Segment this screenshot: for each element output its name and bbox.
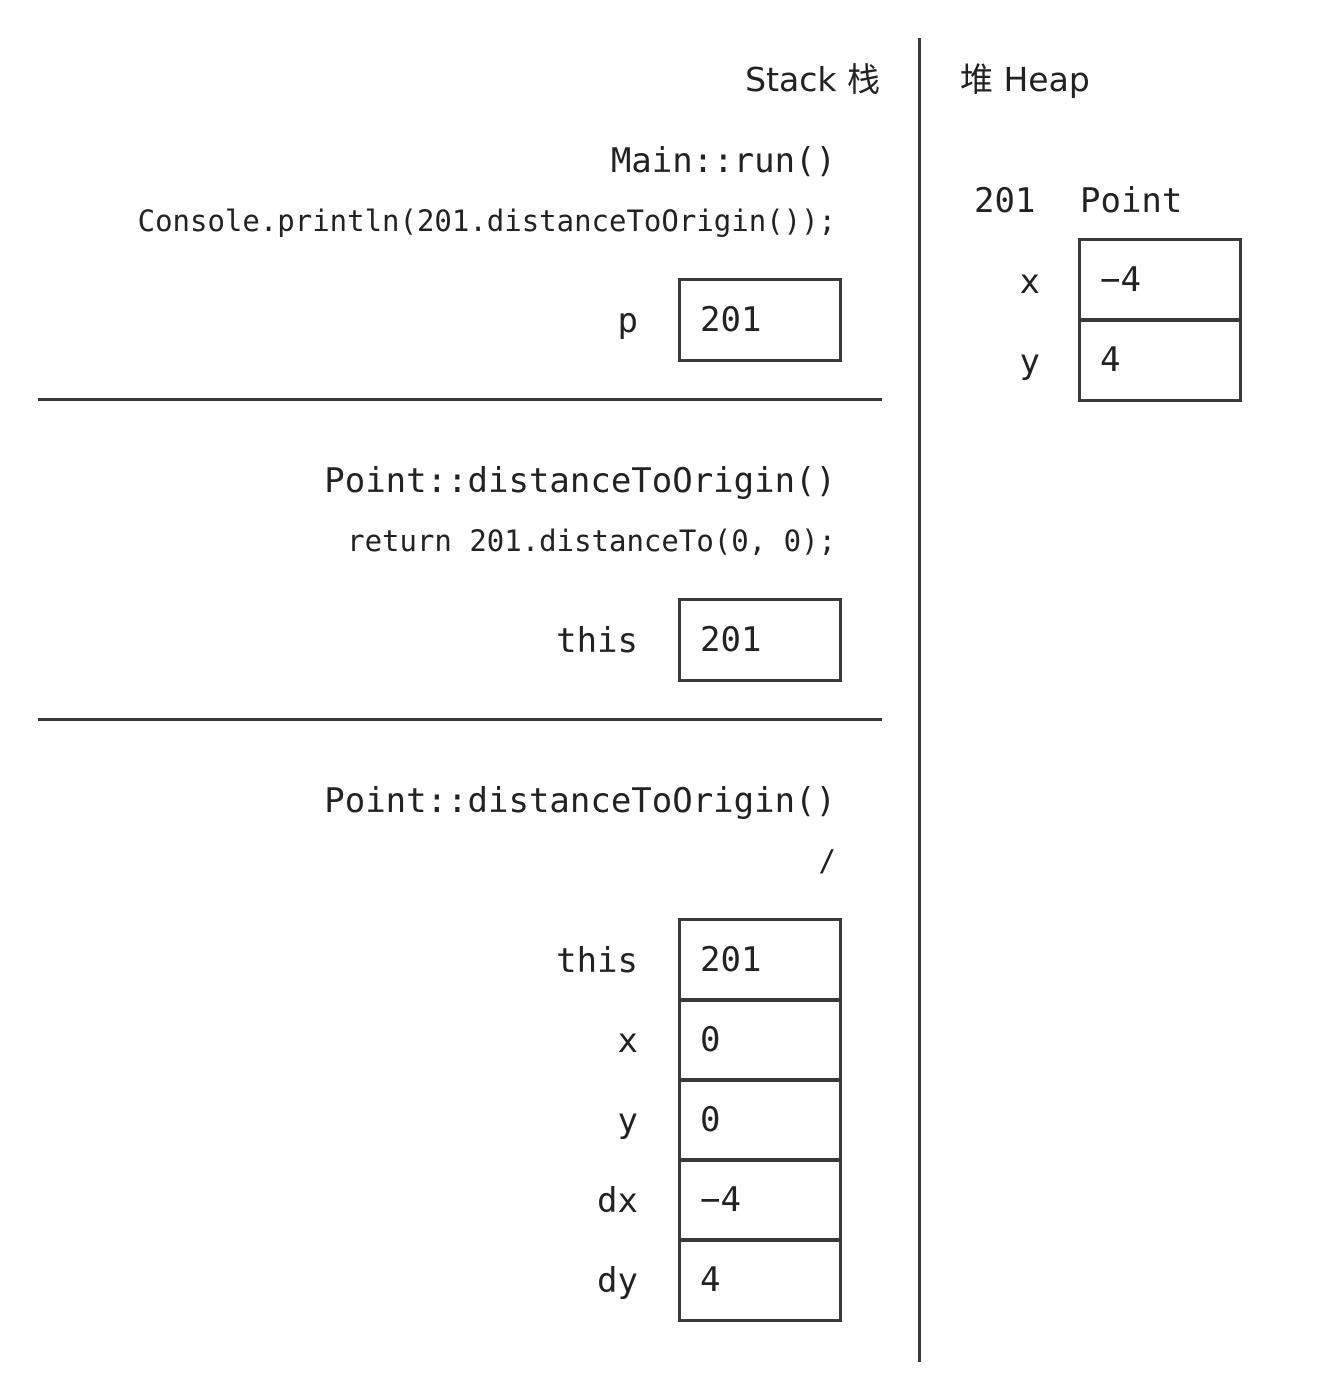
frame-signature: Point::distanceToOrigin() — [324, 781, 836, 821]
variable-label: dx — [597, 1181, 638, 1221]
variable-value-cell: 201 — [678, 598, 842, 682]
frame-code-line: Console.println(201.distanceToOrigin()); — [137, 204, 836, 238]
variable-label: dy — [597, 1261, 638, 1301]
variable-value-cell: 4 — [678, 1238, 842, 1322]
heap-object-address: 201 — [974, 181, 1036, 221]
variable-value-cell: 0 — [678, 998, 842, 1082]
variable-value-cell: 201 — [678, 278, 842, 362]
heap-field-label: y — [1019, 342, 1040, 382]
heap-header: 堆 Heap — [960, 60, 1090, 99]
stack-header: Stack 栈 — [745, 60, 880, 99]
variable-value-cell: −4 — [678, 1158, 842, 1242]
stack-heap-divider — [918, 38, 921, 1362]
frame-signature: Point::distanceToOrigin() — [324, 461, 836, 501]
variable-value-cell: 201 — [678, 918, 842, 1002]
variable-value-cell: 0 — [678, 1078, 842, 1162]
variable-label: y — [617, 1101, 638, 1141]
variable-label: this — [556, 621, 638, 661]
heap-object-type: Point — [1080, 181, 1183, 221]
heap-field-value-cell: −4 — [1078, 238, 1242, 322]
variable-label: p — [617, 301, 638, 341]
variable-label: this — [556, 941, 638, 981]
frame-signature: Main::run() — [610, 141, 836, 181]
frame-code-line: return 201.distanceTo(0, 0); — [347, 524, 836, 558]
frame-divider — [38, 398, 882, 401]
frame-divider — [38, 718, 882, 721]
heap-field-value-cell: 4 — [1078, 318, 1242, 402]
heap-field-label: x — [1019, 262, 1040, 302]
frame-code-line: / — [818, 844, 836, 878]
variable-label: x — [617, 1021, 638, 1061]
